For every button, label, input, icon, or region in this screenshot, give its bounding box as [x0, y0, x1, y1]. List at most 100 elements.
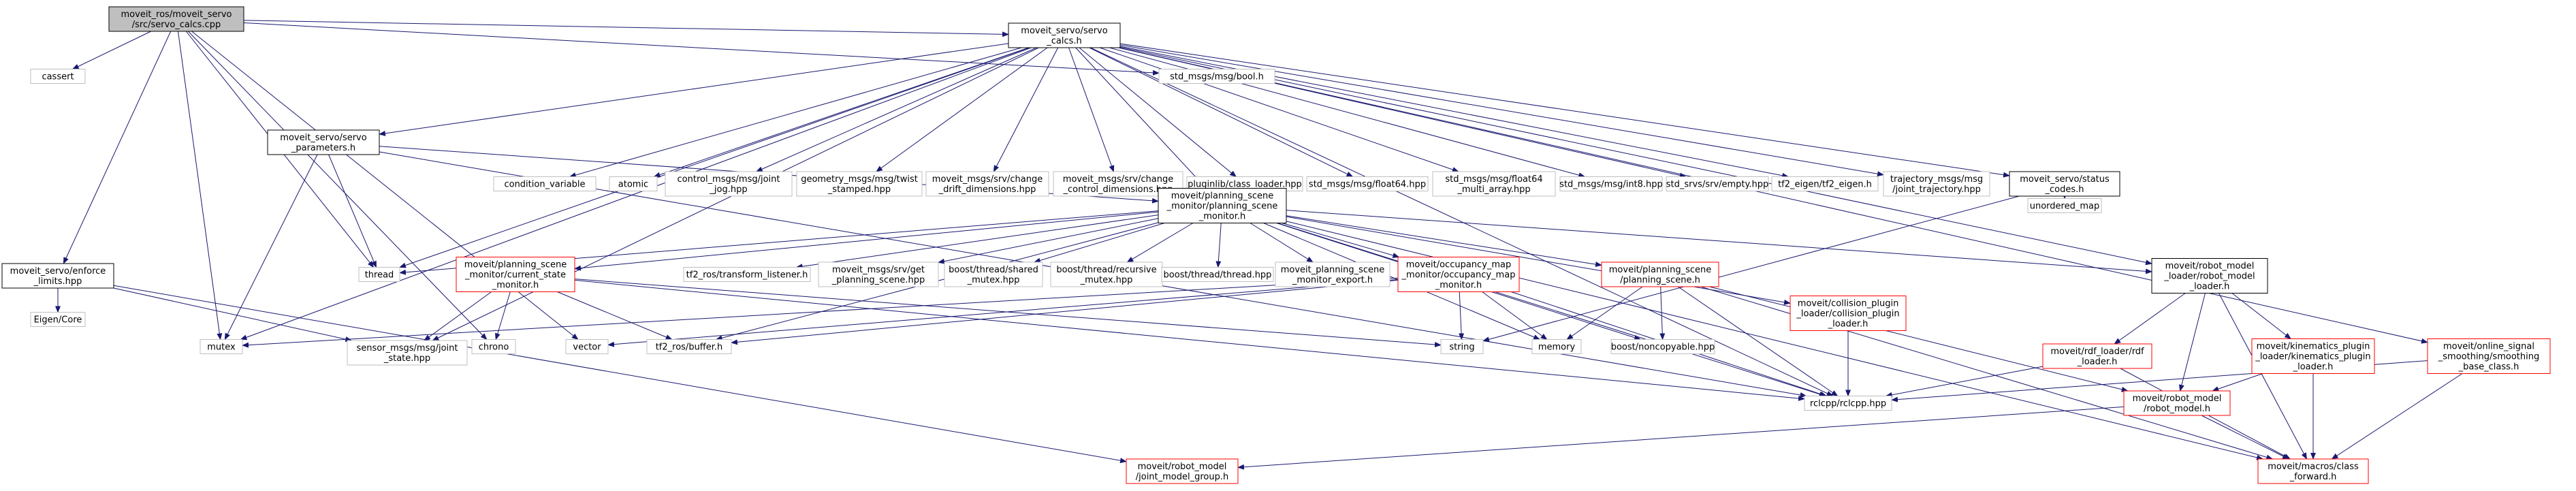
node-label-line: _loader.h — [2189, 282, 2230, 292]
edge-planning_scene_h-to-robot_model_h — [1709, 286, 2129, 392]
node-box — [609, 176, 658, 191]
edge-psm-to-collision_plugin_loader — [1286, 216, 1791, 305]
node-label-line: _codes.h — [2045, 185, 2084, 195]
edge-servo_calcs_h-to-pluginlib — [1079, 47, 1237, 178]
node-memory: memory — [1531, 339, 1582, 354]
edge-planning_scene_h-to-memory — [1566, 286, 1643, 340]
node-label-line: rclcpp/rclcpp.hpp — [1810, 399, 1886, 409]
node-collision_plugin_loader[interactable]: moveit/collision_plugin_loader/collision… — [1790, 296, 1907, 331]
node-root[interactable]: moveit_ros/moveit_servo/src/servo_calcs.… — [108, 6, 244, 32]
node-label-line: tf2_ros/buffer.h — [656, 343, 723, 353]
edge-current_state_monitor-to-tf2_buffer — [557, 291, 673, 340]
edge-root-to-mutex — [177, 31, 223, 340]
node-enforce_limits[interactable]: moveit_servo/enforce_limits.hpp — [1, 263, 114, 289]
node-label-line: moveit_servo/servo — [1021, 26, 1107, 36]
node-servo_parameters[interactable]: moveit_servo/servo_parameters.h — [267, 129, 380, 155]
node-box — [1559, 176, 1663, 191]
node-atomic: atomic — [609, 176, 658, 191]
node-get_planning_scene: moveit_msgs/srv/get_planning_scene.hpp — [818, 262, 939, 287]
node-boost_thread: boost/thread/thread.hpp — [1161, 267, 1274, 282]
node-psm[interactable]: moveit/planning_scene_monitor/planning_s… — [1158, 188, 1287, 223]
node-planning_scene_h[interactable]: moveit/planning_scene/planning_scene.h — [1601, 262, 1719, 287]
node-int8: std_msgs/msg/int8.hpp — [1559, 176, 1663, 191]
edge-servo_calcs_h-to-srv_change_control — [1068, 47, 1115, 172]
node-label-line: moveit/planning_scene — [1171, 191, 1273, 202]
node-chrono: chrono — [471, 339, 516, 354]
node-label-line: /joint_trajectory.hpp — [1892, 185, 1981, 195]
edge-servo_calcs_h-to-geometry_msgs_twist — [876, 47, 1048, 172]
edge-current_state_monitor-to-chrono — [494, 291, 511, 340]
node-box — [1306, 176, 1429, 191]
node-box — [1771, 176, 1879, 191]
node-online_signal_smoothing[interactable]: moveit/online_signal_smoothing/smoothing… — [2427, 338, 2551, 374]
node-label-line: mutex — [207, 343, 236, 353]
node-label-line: moveit/robot_model — [1138, 462, 1227, 472]
node-label-line: _loader/collision_plugin — [1796, 309, 1899, 319]
node-box — [471, 339, 516, 354]
node-box — [1440, 339, 1484, 354]
edge-servo_calcs_h-to-robot_model_loader — [1119, 46, 2152, 266]
node-class_forward[interactable]: moveit/macros/class_forward.h — [2257, 458, 2369, 484]
node-box — [1804, 396, 1892, 411]
edge-planning_scene_h-to-rclcpp — [1678, 286, 1839, 397]
node-label-line: std_msgs/msg/float64.hpp — [1309, 180, 1426, 190]
node-label-line: boost/thread/thread.hpp — [1164, 270, 1272, 281]
node-joint_model_group[interactable]: moveit/robot_model/joint_model_group.h — [1126, 458, 1239, 484]
node-eigen_core: Eigen/Core — [30, 312, 86, 327]
node-kinematics_plugin_loader[interactable]: moveit/kinematics_plugin_loader/kinemati… — [2251, 338, 2375, 374]
node-label-line: control_msgs/msg/joint — [678, 174, 780, 185]
edge-planning_scene_h-to-class_forward — [1700, 286, 2274, 460]
edge-psm-to-current_state_monitor — [574, 211, 1159, 271]
node-robot_model_loader[interactable]: moveit/robot_model_loader/robot_model_lo… — [2151, 258, 2268, 294]
node-label-line: _monitor.h — [1198, 212, 1246, 222]
node-std_srvs_empty: std_srvs/srv/empty.hpp — [1666, 176, 1769, 191]
edge-online_signal_smoothing-to-class_forward — [2331, 373, 2463, 460]
node-box — [1126, 458, 1239, 484]
edge-servo_calcs_h-to-rclcpp — [1090, 47, 1834, 396]
node-label-line: _monitor/current_state — [464, 270, 566, 281]
node-label-line: _mutex.hpp — [967, 275, 1020, 285]
node-label-line: _loader.h — [1828, 319, 1869, 330]
node-label-line: _loader/kinematics_plugin — [2255, 352, 2370, 362]
node-box — [108, 6, 244, 32]
node-thread: thread — [358, 267, 400, 282]
node-label-line: _calcs.h — [1046, 36, 1082, 46]
node-label-line: moveit_servo/status — [2020, 174, 2110, 185]
edge-robot_model_h-to-joint_model_group — [1237, 406, 2125, 470]
node-box — [30, 312, 86, 327]
node-tf2_buffer: tf2_ros/buffer.h — [646, 339, 732, 354]
edge-occupancy_map_monitor-to-tf2_buffer — [731, 279, 1399, 345]
edge-psm-to-boost_shared_mutex — [1033, 223, 1165, 264]
node-box — [200, 339, 243, 354]
node-servo_calcs_h[interactable]: moveit_servo/servo_calcs.h — [1008, 22, 1121, 48]
node-label-line: condition_variable — [504, 180, 585, 190]
node-current_state_monitor[interactable]: moveit/planning_scene_monitor/current_st… — [456, 257, 575, 292]
node-label-line: _monitor_export.h — [1292, 275, 1373, 285]
node-box — [493, 176, 597, 191]
node-label-line: _monitor/planning_scene — [1166, 202, 1278, 212]
edge-servo_calcs_h-to-online_signal_smoothing — [1118, 47, 2428, 344]
node-label-line: Eigen/Core — [34, 315, 82, 326]
node-occupancy_map_monitor[interactable]: moveit/occupancy_map_monitor/occupancy_m… — [1397, 257, 1520, 292]
node-label-line: _control_dimensions.hpp — [1062, 185, 1173, 195]
node-label-line: moveit/collision_plugin — [1798, 299, 1899, 309]
node-box — [347, 340, 468, 366]
edge-psm-to-rclcpp — [1277, 223, 1826, 397]
edge-robot_model_loader-to-robot_model_h — [2178, 293, 2206, 392]
node-box — [646, 339, 732, 354]
node-box — [456, 257, 575, 292]
node-box — [683, 267, 811, 282]
edge-enforce_limits-to-sensor_msgs_joint_state — [113, 287, 353, 342]
node-box — [2251, 338, 2375, 374]
edge-servo_calcs_h-to-status_codes — [1119, 43, 2010, 178]
node-box — [1610, 339, 1715, 354]
edge-root-to-enforce_limits — [63, 31, 172, 264]
node-status_codes[interactable]: moveit_servo/status_codes.h — [2009, 171, 2120, 197]
node-box — [1008, 22, 1121, 48]
node-robot_model_h[interactable]: moveit/robot_model/robot_model.h — [2123, 390, 2231, 416]
node-rdf_loader[interactable]: moveit/rdf_loader/rdf_loader.h — [2042, 343, 2152, 369]
edge-servo_calcs_h-to-thread — [399, 47, 1030, 268]
node-label-line: _mutex.hpp — [1080, 275, 1133, 285]
node-label-line: moveit/kinematics_plugin — [2257, 342, 2370, 352]
